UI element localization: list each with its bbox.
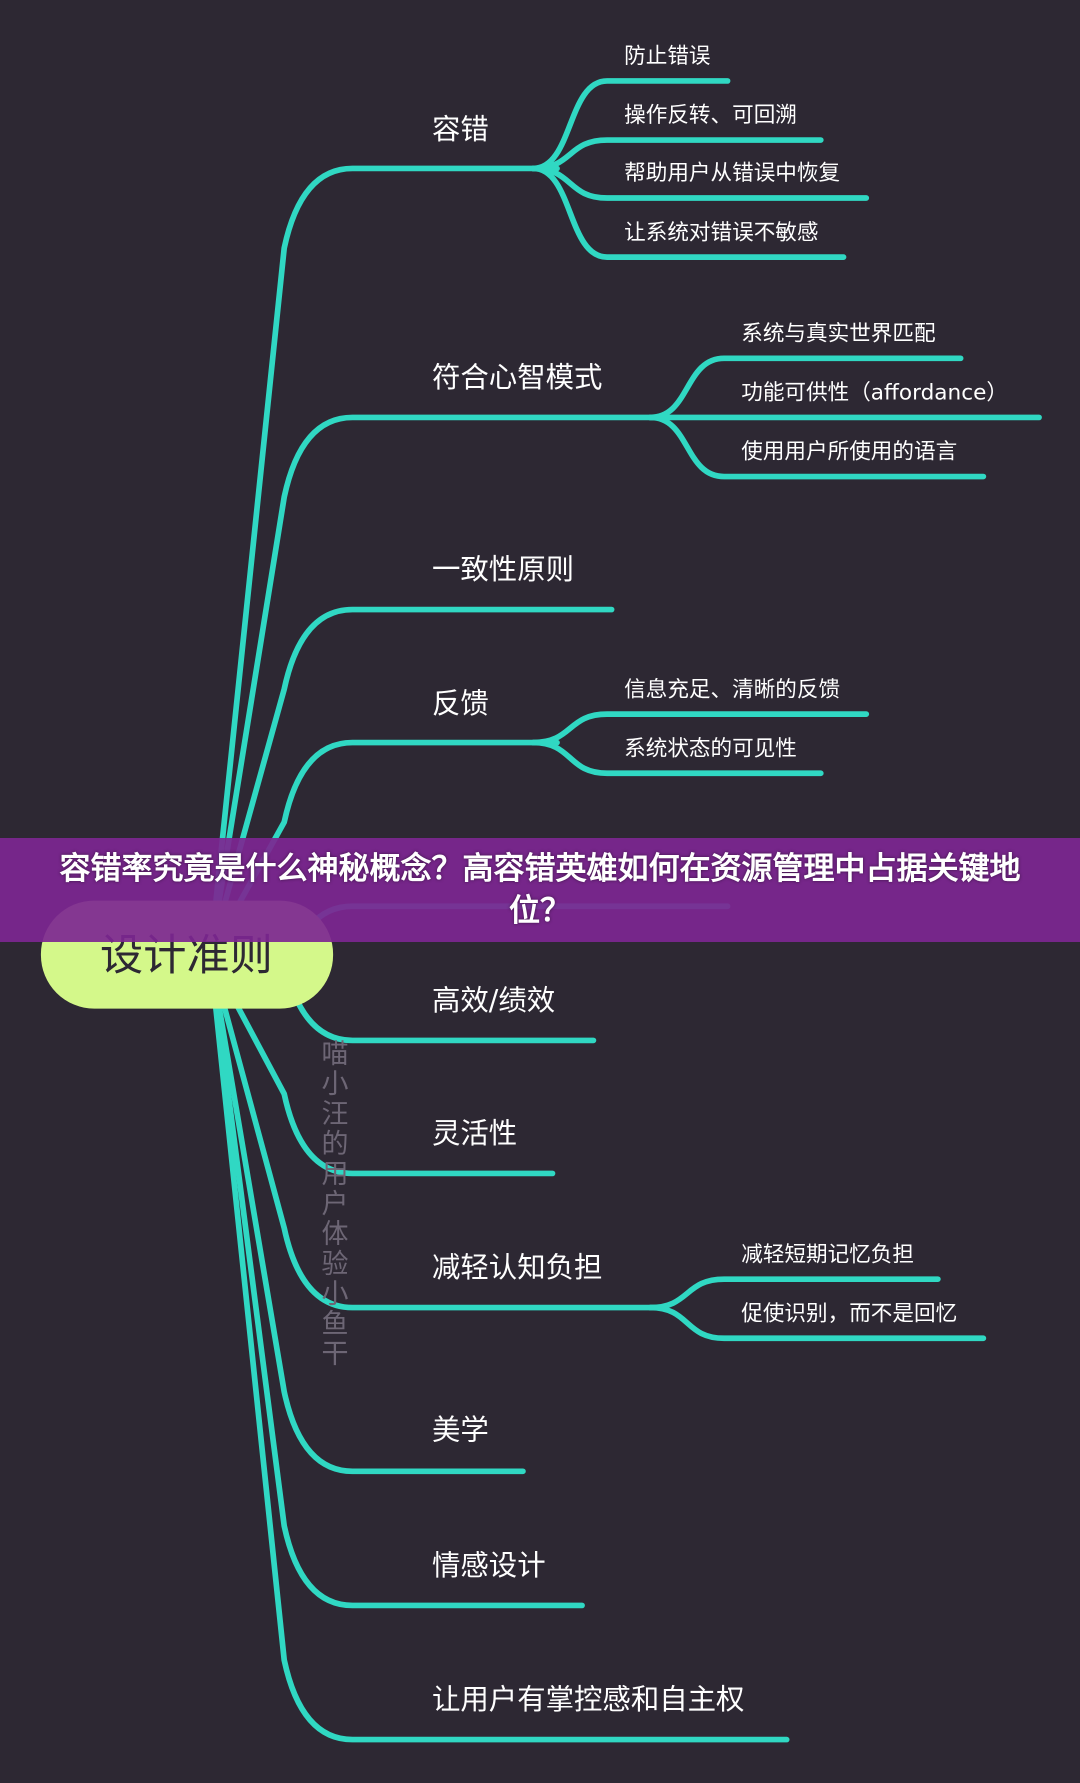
- branch-node[interactable]: 情感设计: [432, 1549, 546, 1582]
- branch-edge: [207, 739, 560, 959]
- watermark: 喵小汪的用户体验小鱼干: [321, 1039, 349, 1370]
- branch-edge: [207, 165, 560, 959]
- branch-node[interactable]: 减轻认知负担: [432, 1251, 602, 1284]
- sub-node[interactable]: 促使识别，而不是回忆: [741, 1301, 957, 1326]
- branch-edge: [207, 952, 790, 1743]
- sub-node[interactable]: 使用用户所使用的语言: [741, 440, 957, 465]
- branch-edge: [207, 952, 556, 1177]
- sub-node[interactable]: 功能可供性（affordance）: [741, 381, 1008, 406]
- sub-branch-edge: [647, 1304, 987, 1342]
- sub-node[interactable]: 系统与真实世界匹配: [741, 321, 935, 346]
- sub-node[interactable]: 信息充足、清晰的反馈: [624, 677, 840, 702]
- sub-branch-edge: [530, 78, 731, 172]
- sub-branch-edge: [647, 414, 987, 480]
- title-banner: 容错率究竟是什么神秘概念？高容错英雄如何在资源管理中占据关键地位？: [0, 838, 1080, 942]
- banner-title: 容错率究竟是什么神秘概念？高容错英雄如何在资源管理中占据关键地位？: [59, 851, 1021, 929]
- branch-node[interactable]: 灵活性: [432, 1117, 517, 1150]
- sub-node[interactable]: 系统状态的可见性: [624, 736, 797, 761]
- branch-node[interactable]: 让用户有掌控感和自主权: [432, 1683, 744, 1716]
- branch-edge: [207, 952, 526, 1475]
- sub-node[interactable]: 操作反转、可回溯: [624, 103, 797, 128]
- sub-node[interactable]: 减轻短期记忆负担: [741, 1242, 914, 1267]
- branch-node[interactable]: 符合心智模式: [432, 361, 602, 394]
- branch-node[interactable]: 美学: [432, 1414, 489, 1447]
- branch-node[interactable]: 反馈: [432, 687, 489, 720]
- labels: 容错防止错误操作反转、可回溯帮助用户从错误中恢复让系统对错误不敏感符合心智模式系…: [432, 44, 1008, 1716]
- sub-node[interactable]: 帮助用户从错误中恢复: [624, 161, 840, 186]
- branch-node[interactable]: 一致性原则: [432, 553, 574, 586]
- branch-edge: [207, 414, 663, 959]
- sub-branch-edge: [530, 165, 847, 260]
- sub-node[interactable]: 让系统对错误不敏感: [624, 220, 818, 245]
- branch-edge: [207, 606, 615, 959]
- branch-edge: [207, 952, 663, 1311]
- branch-edge: [207, 952, 585, 1609]
- branch-node[interactable]: 高效/绩效: [432, 984, 555, 1017]
- sub-branch-edge: [530, 739, 824, 777]
- sub-node[interactable]: 防止错误: [624, 44, 710, 69]
- branch-node[interactable]: 容错: [432, 113, 489, 146]
